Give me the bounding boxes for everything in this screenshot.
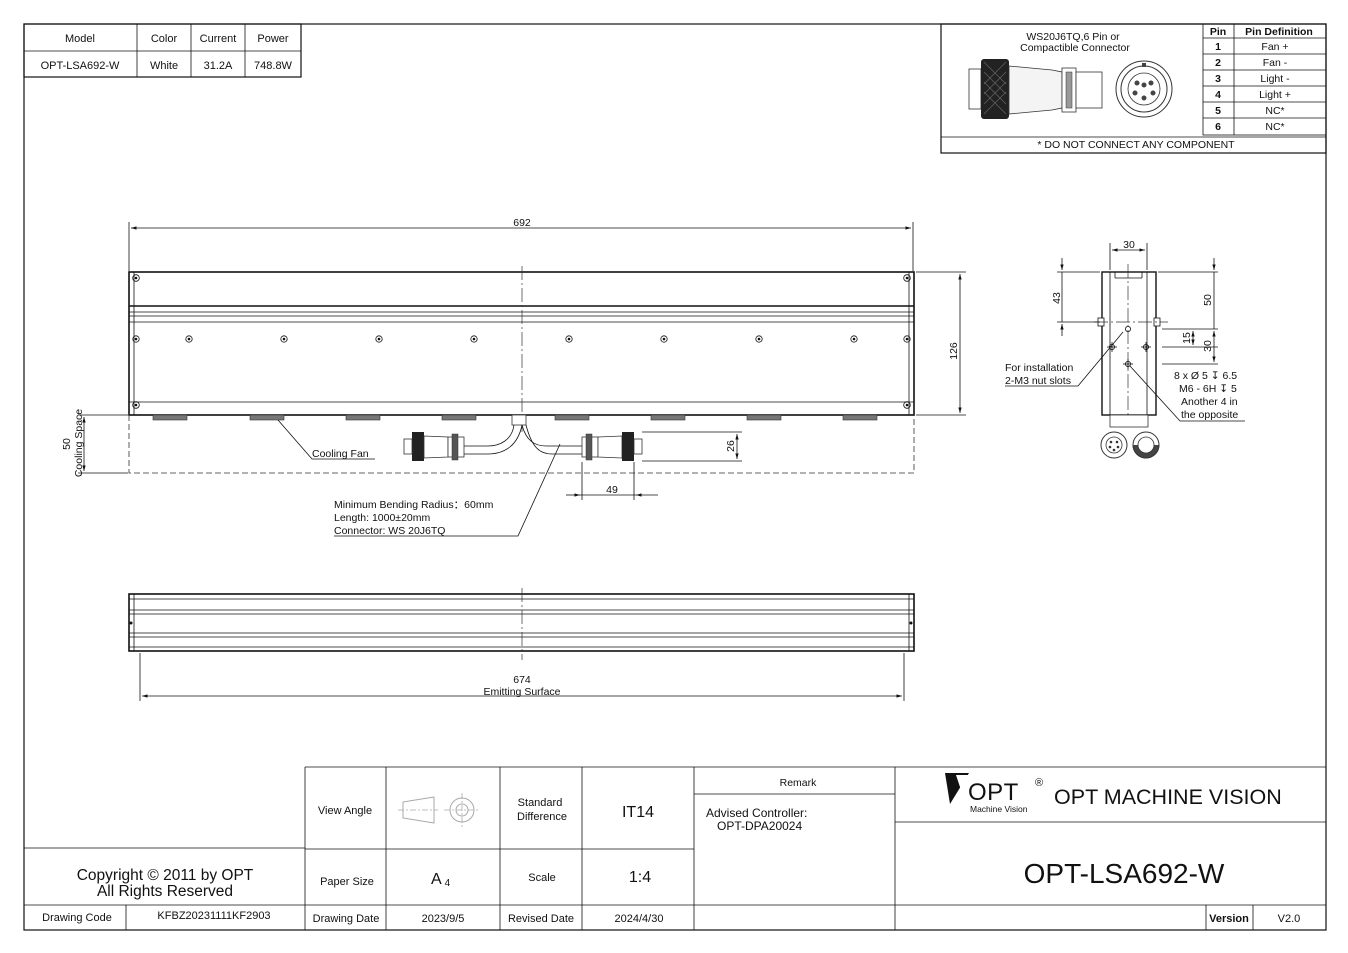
revised-date-value: 2024/4/30 bbox=[615, 913, 664, 925]
pin-6: 6 bbox=[1215, 121, 1221, 133]
standard-diff-label-1: Standard bbox=[518, 797, 563, 809]
logo-text: OPT bbox=[968, 779, 1019, 806]
cooling-space-label: Cooling Space bbox=[73, 409, 85, 477]
copyright-line-2: All Rights Reserved bbox=[97, 883, 233, 900]
logo-reg: ® bbox=[1035, 777, 1043, 789]
logo-sub: Machine Vision bbox=[970, 804, 1028, 814]
hole-note-1: 8 x Ø 5 ↧ 6.5 bbox=[1174, 370, 1237, 382]
version-value: V2.0 bbox=[1278, 913, 1301, 925]
dim-side-width-30: 30 bbox=[1123, 239, 1135, 251]
connector-box: WS20J6TQ,6 Pin or Compactible Connector bbox=[940, 23, 1327, 154]
bottom-view: 674 Emitting Surface bbox=[128, 588, 915, 701]
scale-value: 1:4 bbox=[629, 869, 651, 886]
dim-cable-49: 49 bbox=[606, 484, 618, 496]
connector-title-2: Compactible Connector bbox=[1020, 42, 1130, 54]
dim-emitting-674: 674 bbox=[513, 674, 531, 686]
dim-cooling-50: 50 bbox=[61, 438, 73, 450]
install-note-2: 2-M3 nut slots bbox=[1005, 375, 1071, 387]
mounting-screws bbox=[132, 335, 911, 343]
cooling-fans bbox=[152, 414, 878, 421]
pin-table: Pin Pin Definition 1 Fan + 2 Fan - 3 Lig… bbox=[1202, 23, 1327, 136]
dim-side-43: 43 bbox=[1051, 292, 1063, 304]
dim-side-15: 15 bbox=[1181, 332, 1193, 344]
drawing-code-value: KFBZ20231111KF2903 bbox=[157, 910, 270, 922]
spec-table: Model Color Current Power OPT-LSA692-W W… bbox=[23, 23, 302, 78]
spec-model-value: OPT-LSA692-W bbox=[41, 60, 120, 72]
cable-assembly bbox=[403, 414, 643, 461]
connector-side-image bbox=[968, 59, 1103, 119]
cable-note-connector: Connector: WS 20J6TQ bbox=[334, 525, 445, 537]
pin-3-def: Light - bbox=[1260, 73, 1290, 85]
remark-line-1: Advised Controller: bbox=[706, 806, 807, 820]
side-view: 30 bbox=[1005, 239, 1245, 459]
emitting-surface-label: Emitting Surface bbox=[483, 686, 560, 698]
pin-6-def: NC* bbox=[1265, 121, 1284, 133]
cable-note-bending: Minimum Bending Radius：60mm bbox=[334, 499, 494, 511]
front-view: 692 bbox=[61, 217, 966, 537]
scale-label: Scale bbox=[528, 872, 556, 884]
pin-def-header: Pin Definition bbox=[1245, 26, 1313, 38]
hole-note-4: the opposite bbox=[1181, 409, 1238, 421]
drawing-date-label: Drawing Date bbox=[313, 913, 380, 925]
drawing-date-value: 2023/9/5 bbox=[422, 913, 465, 925]
drawing-code-label: Drawing Code bbox=[42, 912, 112, 924]
pin-1: 1 bbox=[1215, 41, 1221, 53]
pin-2-def: Fan - bbox=[1263, 57, 1288, 69]
dim-length-692: 692 bbox=[513, 217, 531, 229]
pin-4-def: Light + bbox=[1259, 89, 1291, 101]
revised-date-label: Revised Date bbox=[508, 913, 574, 925]
dim-height-126: 126 bbox=[948, 342, 960, 360]
company-name: OPT MACHINE VISION bbox=[1054, 785, 1282, 809]
copyright-line-1: Copyright © 2011 by OPT bbox=[77, 867, 254, 884]
install-note-1: For installation bbox=[1005, 362, 1073, 374]
remark-line-2: OPT-DPA20024 bbox=[717, 819, 802, 833]
dim-side-30: 30 bbox=[1202, 340, 1214, 352]
standard-diff-label-2: Difference bbox=[517, 811, 567, 823]
projection-symbol-icon bbox=[398, 793, 480, 827]
spec-color-value: White bbox=[150, 60, 178, 72]
spec-header-power: Power bbox=[257, 33, 289, 45]
spec-power-value: 748.8W bbox=[254, 60, 293, 72]
connector-title-1: WS20J6TQ,6 Pin or bbox=[1026, 31, 1120, 43]
hole-note-2: M6 - 6H ↧ 5 bbox=[1179, 383, 1237, 395]
side-connector bbox=[1100, 414, 1160, 459]
pin-3: 3 bbox=[1215, 73, 1221, 85]
product-model-title: OPT-LSA692-W bbox=[1024, 858, 1225, 889]
hole-note-3: Another 4 in bbox=[1181, 396, 1238, 408]
cable-note-length: Length: 1000±20mm bbox=[334, 512, 430, 524]
standard-diff-value: IT14 bbox=[622, 804, 654, 821]
pin-1-def: Fan + bbox=[1261, 41, 1288, 53]
pin-2: 2 bbox=[1215, 57, 1221, 69]
spec-header-model: Model bbox=[65, 33, 95, 45]
dim-cable-26: 26 bbox=[725, 440, 737, 452]
pin-header: Pin bbox=[1210, 26, 1226, 38]
title-block: Copyright © 2011 by OPT All Rights Reser… bbox=[24, 766, 1326, 930]
pin-4: 4 bbox=[1215, 89, 1221, 101]
pin-5-def: NC* bbox=[1265, 105, 1284, 117]
spec-header-current: Current bbox=[200, 33, 237, 45]
sheet-border bbox=[23, 23, 1327, 931]
paper-size-label: Paper Size bbox=[320, 876, 374, 888]
side-holes bbox=[1107, 325, 1151, 369]
pin-5: 5 bbox=[1215, 105, 1221, 117]
opt-logo: OPT ® Machine Vision bbox=[945, 773, 1043, 814]
dim-side-50: 50 bbox=[1202, 294, 1214, 306]
spec-current-value: 31.2A bbox=[204, 60, 233, 72]
connector-note: * DO NOT CONNECT ANY COMPONENT bbox=[1037, 139, 1235, 151]
spec-header-color: Color bbox=[151, 33, 178, 45]
corner-screws bbox=[132, 274, 911, 409]
connector-face-image bbox=[1115, 60, 1173, 118]
view-angle-label: View Angle bbox=[318, 805, 372, 817]
version-label: Version bbox=[1209, 913, 1249, 925]
cooling-fan-label: Cooling Fan bbox=[312, 448, 369, 460]
remark-label: Remark bbox=[780, 777, 818, 789]
